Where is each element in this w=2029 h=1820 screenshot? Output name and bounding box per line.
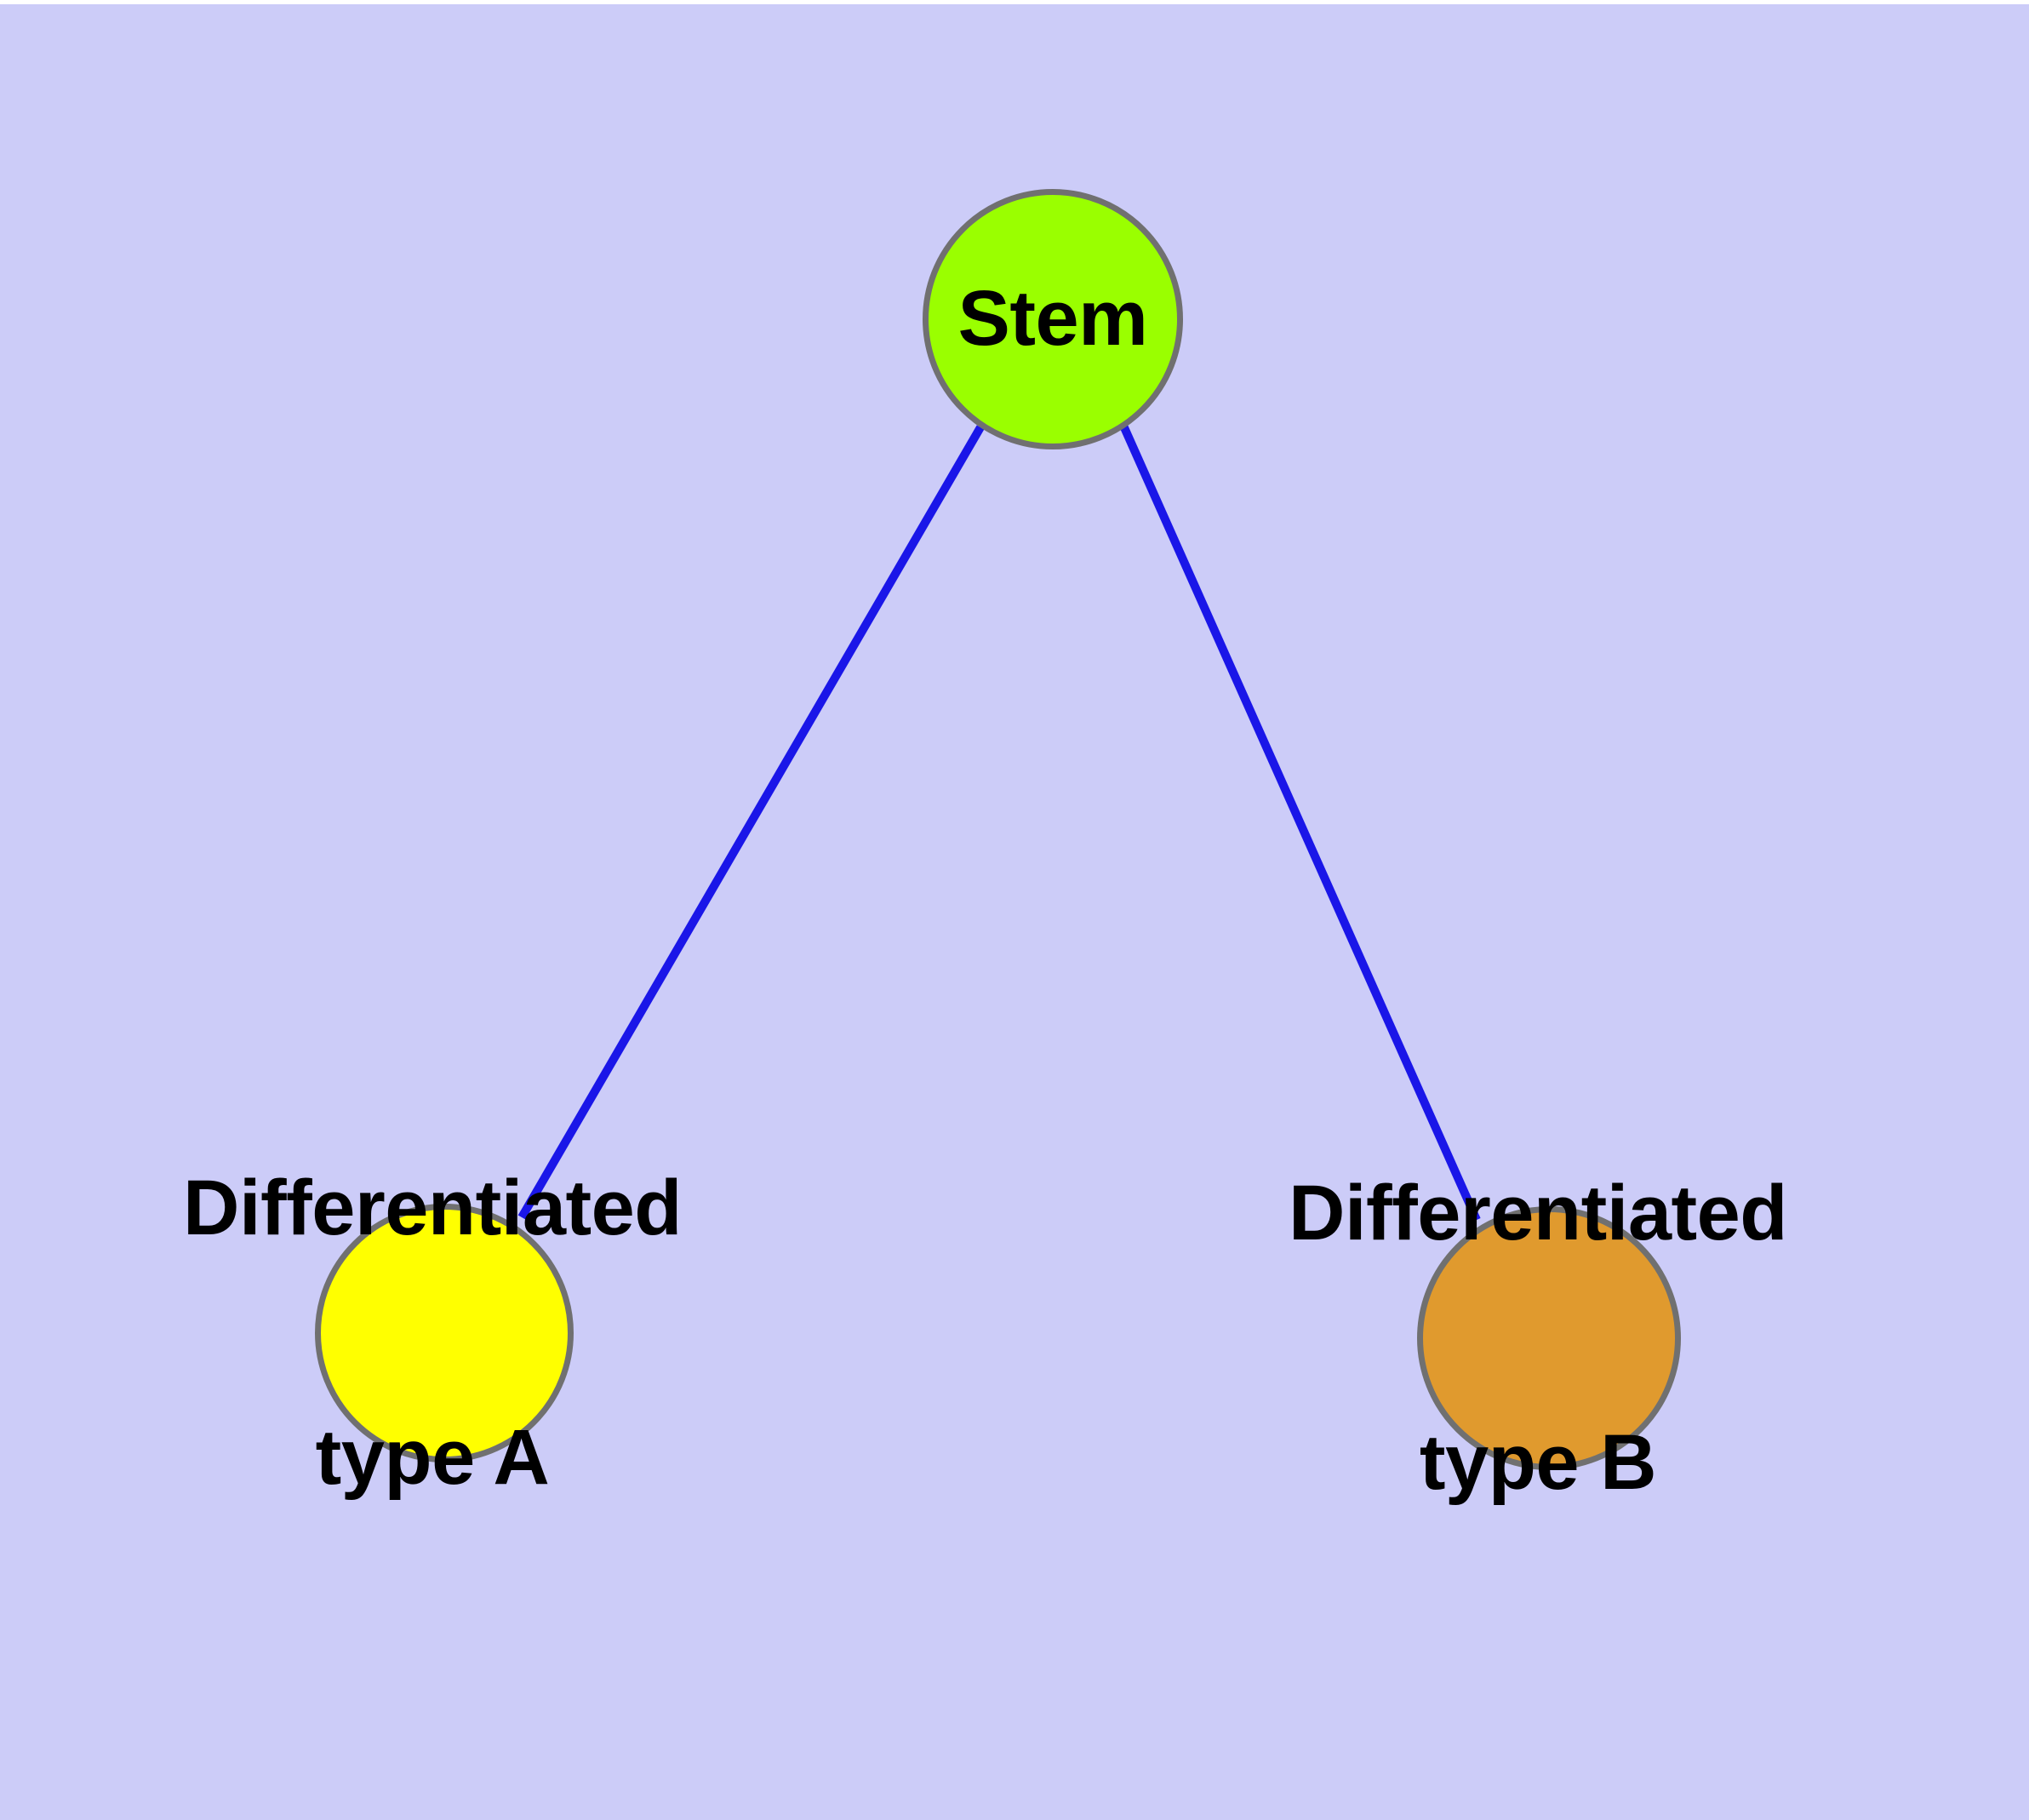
node-stem[interactable] (923, 189, 1183, 449)
node-differentiated-type-b[interactable] (1417, 1206, 1681, 1470)
edge-layer (517, 423, 1481, 1222)
node-differentiated-type-a[interactable] (315, 1204, 574, 1462)
edge-stem-to-type-b (1119, 423, 1481, 1222)
node-layer (315, 189, 1681, 1470)
edge-stem-to-type-a (517, 425, 985, 1220)
